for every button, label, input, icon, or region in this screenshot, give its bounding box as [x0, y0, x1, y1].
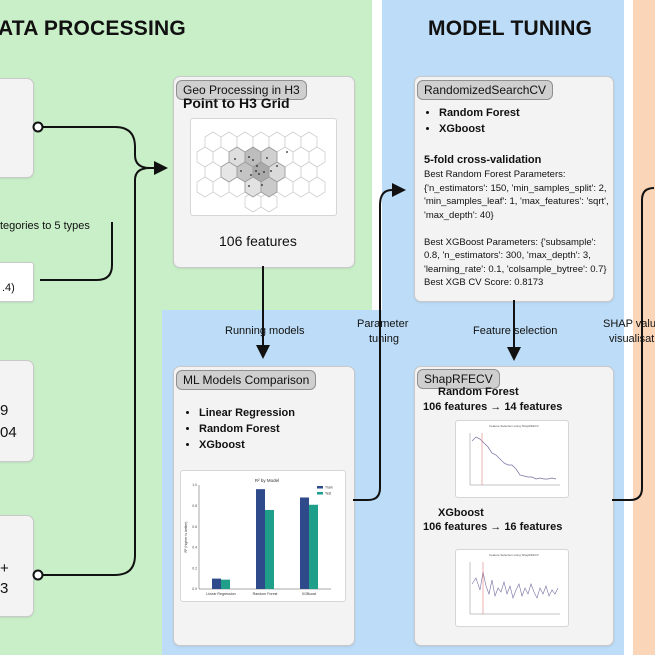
param-line: Best XGB CV Score: 0.8173: [424, 277, 544, 288]
y-tick-label: 0.8: [192, 504, 197, 508]
label-tuning: tuning: [369, 333, 399, 345]
x-tick-label: Random Forest: [253, 592, 278, 596]
sym-fragment-2: 3: [0, 580, 9, 597]
r2-chart-svg: R² by Model R² (higher is better) 0.0 0.2…: [184, 478, 333, 596]
rf-rfecv-plot: Feature Selection using ShapRFECV: [455, 420, 569, 498]
geo-features: 106 features: [219, 233, 297, 249]
rscv-tag: RandomizedSearchCV: [417, 80, 554, 100]
param-line: 'max_depth': 40}: [424, 209, 494, 221]
bar-test: [265, 509, 274, 589]
shap-xgb-result: 106 features → 16 features: [423, 521, 563, 533]
xgb-rfecv-plot: Feature Selection using ShapRFECV: [455, 549, 569, 627]
connector-shap-out: [612, 187, 655, 501]
model-tuning-title: MODEL TUNING: [428, 17, 593, 40]
label-feature-selection: Feature selection: [473, 325, 558, 337]
ml-tag: ML Models Comparison: [176, 370, 317, 390]
bar-test: [309, 504, 318, 589]
label-shap-2: visualisat: [609, 333, 655, 345]
bar-train: [300, 497, 309, 589]
param-line: 'learning_rate': 0.1, 'colsample_bytree'…: [424, 263, 607, 275]
next-stage-panel: [633, 0, 655, 655]
shap-rf-title: Random Forest: [438, 386, 519, 398]
value-fragment: .4): [2, 282, 15, 294]
data-processing-title: ATA PROCESSING: [0, 17, 186, 40]
param-line: 'min_samples_leaf': 1, 'max_features': '…: [424, 196, 609, 207]
bar-train: [256, 489, 265, 589]
r2-chart: R² by Model R² (higher is better) 0.0 0.2…: [180, 470, 346, 602]
shap-tag: ShapRFECV: [417, 369, 500, 389]
param-line: {'n_estimators': 150, 'min_samples_split…: [424, 182, 607, 194]
svg-text:Feature Selection using ShapRF: Feature Selection using ShapRFECV: [489, 424, 539, 428]
rscv-card: [414, 76, 614, 302]
connector-categories: [40, 222, 113, 281]
legend-label: Train: [325, 486, 333, 490]
y-tick-label: 1.0: [192, 483, 197, 487]
x-tick-label: XGBoost: [302, 592, 316, 596]
geo-tag: Geo Processing in H3: [176, 80, 307, 100]
param-line: Best XGBoost Parameters: {'subsample':: [424, 236, 597, 248]
ml-model-item: XGboost: [199, 437, 295, 453]
cv-title: 5-fold cross-validation: [424, 154, 542, 166]
y-tick-label: 0.2: [192, 566, 197, 570]
rscv-model-list: Random Forest XGboost: [425, 105, 520, 137]
connector-input-to-geo: [38, 126, 168, 175]
legend-label: Test: [325, 492, 331, 496]
value-box: [0, 262, 34, 302]
connector-start-dot: [32, 121, 44, 133]
chart-ylabel: R² (higher is better): [184, 522, 188, 553]
label-running-models: Running models: [225, 325, 305, 337]
shap-rf-result: 106 features → 14 features: [423, 401, 563, 413]
bar-train: [212, 578, 221, 589]
rscv-model-item: XGboost: [439, 121, 520, 137]
connector-start-dot: [32, 569, 44, 581]
bar-test: [221, 579, 230, 589]
y-tick-label: 0.0: [192, 587, 197, 591]
param-line: 0.8, 'n_estimators': 300, 'max_depth': 3…: [424, 250, 591, 261]
legend-swatch: [317, 486, 323, 489]
chart-title: R² by Model: [255, 478, 279, 483]
connector-ml-to-rscv: [353, 183, 406, 501]
label-parameter: Parameter: [357, 318, 409, 330]
rscv-model-item: Random Forest: [439, 105, 520, 121]
shap-xgb-title: XGboost: [438, 507, 484, 519]
label-shap-1: SHAP value: [603, 318, 655, 330]
y-tick-label: 0.4: [192, 546, 197, 550]
num-fragment-2: 04: [0, 424, 17, 441]
legend-swatch: [317, 492, 323, 495]
input-card-3: [0, 515, 34, 617]
svg-text:Feature Selection using ShapRF: Feature Selection using ShapRFECV: [489, 553, 539, 557]
geo-title: Point to H3 Grid: [183, 95, 290, 111]
connector-input3-to-geo: [38, 167, 151, 576]
ml-model-item: Random Forest: [199, 421, 295, 437]
h3-grid-image: [190, 118, 337, 216]
chart-bars: Linear Regression Random Forest XGBoost: [206, 489, 318, 596]
ml-model-item: Linear Regression: [199, 405, 295, 421]
y-tick-label: 0.6: [192, 525, 197, 529]
num-fragment-1: 9: [0, 402, 9, 419]
ml-model-list: Linear Regression Random Forest XGboost: [185, 405, 295, 453]
input-card-2: [0, 360, 34, 462]
param-line: Best Random Forest Parameters:: [424, 169, 566, 180]
x-tick-label: Linear Regression: [206, 592, 235, 596]
rscv-params: Best Random Forest Parameters: {'n_estim…: [424, 168, 609, 290]
sym-fragment-1: +: [0, 560, 9, 577]
categories-text: tegories to 5 types: [0, 220, 90, 232]
